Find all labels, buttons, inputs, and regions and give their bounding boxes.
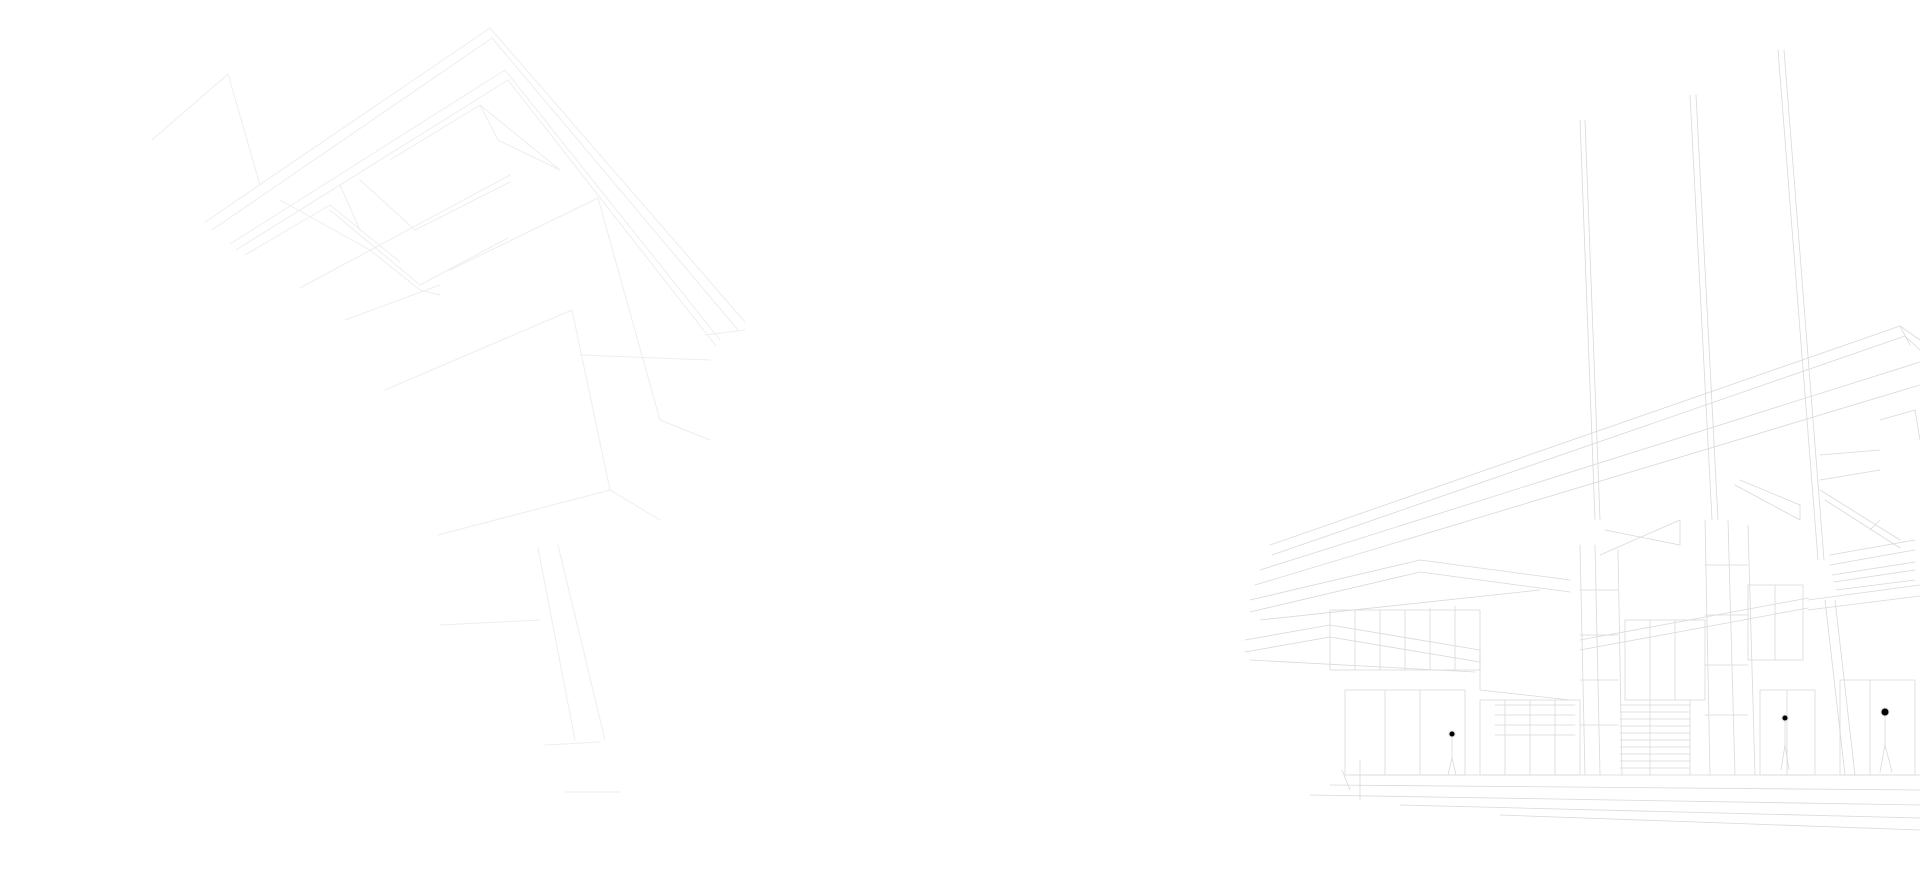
left-building-sketch (151, 27, 746, 793)
person-figure-right (1879, 707, 1893, 773)
person-figure-left (1447, 730, 1457, 776)
staircase (1619, 699, 1691, 776)
right-building-sketch (1244, 49, 1920, 831)
person-figure-center (1780, 714, 1790, 771)
